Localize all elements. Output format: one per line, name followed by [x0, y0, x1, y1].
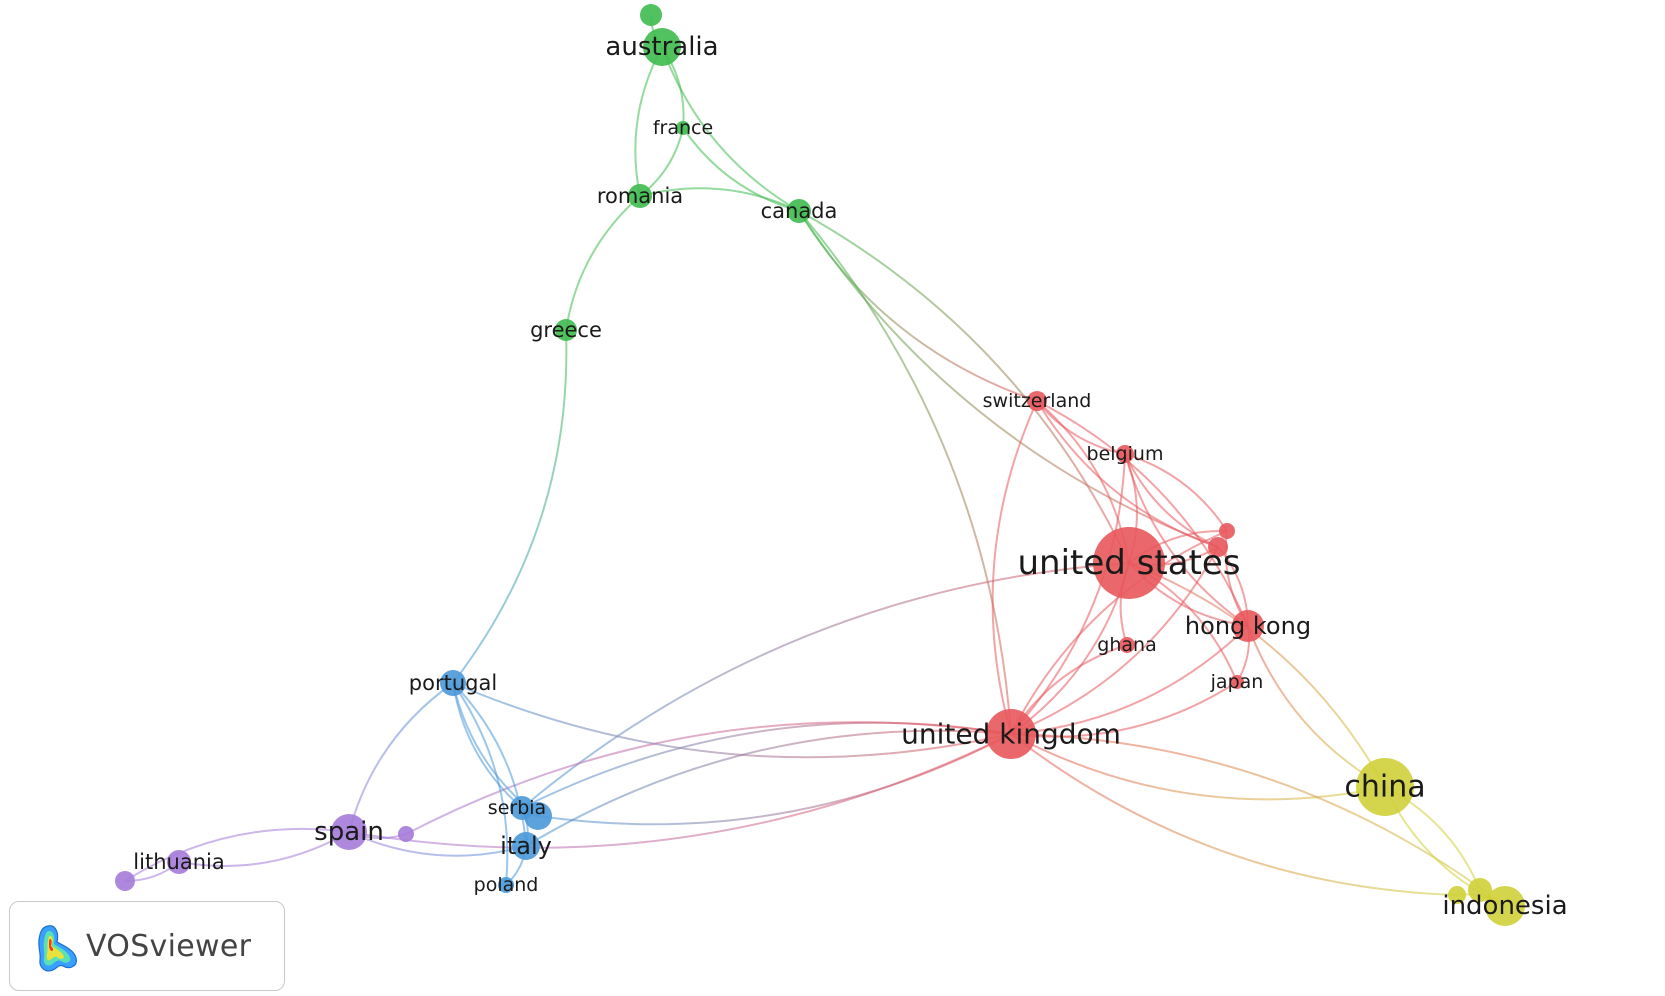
link-switzerland-red-a: [1036, 400, 1219, 548]
node-indonesia[interactable]: [1485, 886, 1525, 926]
link-spain-purple-a: [124, 827, 350, 882]
link-belgium-red-b: [1124, 453, 1228, 532]
link-united-states-serbia: [521, 562, 1130, 809]
label-poland: poland: [474, 874, 539, 896]
node-poland[interactable]: [498, 877, 514, 893]
label-ghana: ghana: [1097, 634, 1156, 656]
node-belgium[interactable]: [1116, 445, 1134, 463]
link-belgium-united-kingdom: [1010, 453, 1126, 735]
node-yellow-b[interactable]: [1448, 886, 1466, 904]
label-spain: spain: [314, 817, 384, 847]
nodes-layer: [115, 4, 1525, 926]
link-united-kingdom-yellow-b: [1010, 733, 1458, 896]
node-japan[interactable]: [1230, 675, 1244, 689]
link-canada-red-a: [798, 210, 1219, 548]
node-purple-b[interactable]: [398, 826, 414, 842]
link-belgium-hong-kong: [1124, 453, 1249, 627]
link-romania-greece: [565, 195, 641, 331]
link-canada-united-kingdom: [798, 210, 1012, 735]
label-italy: italy: [500, 832, 552, 860]
link-united-kingdom-spain: [348, 733, 1012, 849]
link-portugal-italy: [452, 682, 527, 847]
node-blue-a[interactable]: [524, 802, 552, 830]
label-belgium: belgium: [1087, 443, 1164, 465]
link-switzerland-belgium: [1036, 400, 1126, 455]
link-japan-united-kingdom: [1010, 681, 1238, 738]
label-france: france: [653, 117, 713, 139]
link-canada-switzerland: [798, 210, 1038, 402]
link-red-a-united-kingdom: [1010, 546, 1219, 735]
node-united-states[interactable]: [1093, 527, 1165, 599]
link-united-kingdom-china: [1010, 733, 1386, 801]
link-united-states-china: [1128, 562, 1386, 788]
link-united-kingdom-portugal: [452, 682, 1012, 759]
label-serbia: serbia: [488, 797, 546, 819]
label-greece: greece: [530, 318, 602, 342]
link-portugal-spain: [348, 682, 454, 833]
link-portugal-poland: [452, 682, 509, 886]
links-layer: [124, 14, 1506, 907]
node-purple-a[interactable]: [115, 871, 135, 891]
label-australia: australia: [605, 32, 718, 62]
node-canada[interactable]: [787, 199, 811, 223]
node-hong-kong[interactable]: [1232, 610, 1264, 642]
label-hong-kong: hong kong: [1185, 612, 1311, 640]
link-canada-united-states: [798, 210, 1130, 564]
link-united-kingdom-purple-b: [405, 721, 1012, 835]
node-romania[interactable]: [628, 184, 652, 208]
node-australia[interactable]: [643, 28, 681, 66]
link-romania-canada: [639, 187, 800, 212]
node-switzerland[interactable]: [1027, 391, 1047, 411]
label-japan: japan: [1210, 671, 1264, 693]
label-china: china: [1344, 770, 1425, 805]
node-yellow-a[interactable]: [1468, 878, 1492, 902]
link-switzerland-united-kingdom: [991, 400, 1038, 735]
node-france[interactable]: [676, 121, 690, 135]
node-red-b[interactable]: [1219, 523, 1235, 539]
label-portugal: portugal: [409, 671, 497, 695]
link-hong-kong-china: [1247, 625, 1386, 788]
node-china[interactable]: [1356, 758, 1414, 816]
link-red-b-united-kingdom: [1010, 530, 1228, 735]
label-switzerland: switzerland: [983, 390, 1092, 412]
node-greece[interactable]: [555, 319, 577, 341]
node-ghana[interactable]: [1119, 637, 1135, 653]
link-france-canada: [682, 127, 800, 212]
node-portugal[interactable]: [440, 670, 466, 696]
node-red-a[interactable]: [1208, 537, 1228, 557]
link-hong-kong-united-kingdom: [1010, 625, 1249, 735]
label-indonesia: indonesia: [1442, 891, 1567, 921]
vosviewer-logo-icon: [38, 925, 77, 972]
node-united-kingdom[interactable]: [986, 709, 1036, 759]
link-greece-portugal: [452, 329, 568, 684]
label-canada: canada: [761, 199, 838, 223]
link-switzerland-hong-kong: [1036, 400, 1249, 627]
label-romania: romania: [597, 184, 683, 208]
link-australia-canada: [661, 46, 800, 212]
label-united-kingdom: united kingdom: [901, 718, 1121, 751]
node-spain[interactable]: [331, 814, 367, 850]
labels-layer: australia france romania canada greece switze…: [133, 32, 1567, 921]
link-spain-italy: [348, 831, 527, 857]
link-united-kingdom-italy: [525, 729, 1012, 847]
link-belgium-red-a: [1124, 453, 1219, 548]
node-lithuania[interactable]: [167, 850, 191, 874]
node-italy[interactable]: [512, 832, 540, 860]
label-lithuania: lithuania: [133, 850, 224, 874]
link-spain-lithuania: [178, 831, 350, 867]
vosviewer-badge: VOSviewer: [9, 901, 285, 991]
link-united-kingdom-indonesia: [1010, 733, 1506, 907]
node-australia-sat[interactable]: [640, 4, 662, 26]
label-united-states: united states: [1017, 543, 1240, 583]
vosviewer-label: VOSviewer: [86, 929, 252, 964]
